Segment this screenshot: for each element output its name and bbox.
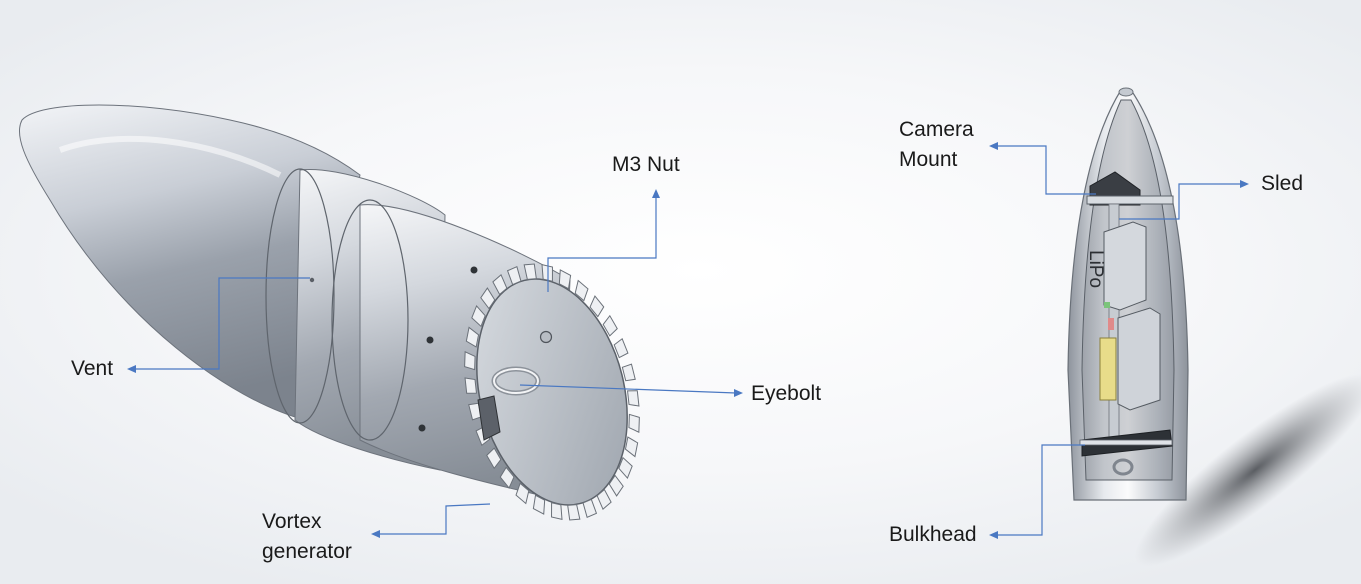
pcb-led (1104, 302, 1110, 308)
lipo-battery (1103, 221, 1147, 311)
vortex-tooth (621, 363, 636, 382)
tube-hole (418, 424, 426, 432)
camera-mount-label-line1: Camera (899, 118, 974, 141)
vortex-tooth (608, 474, 624, 497)
vortex-tooth (506, 266, 522, 286)
cone-tip (1118, 87, 1134, 97)
eyebolt-label: Eyebolt (751, 382, 822, 405)
callout-sled (1119, 183, 1242, 220)
bulkhead-rim (1079, 439, 1173, 446)
cutaway-eyebolt (1112, 458, 1134, 476)
vortex-generator-block (477, 395, 501, 441)
vortex-tooth (613, 337, 629, 359)
vortex-tooth (624, 436, 639, 458)
cone-highlight (58, 136, 282, 178)
vent-label: Vent (71, 357, 114, 380)
vortex-tooth (499, 466, 515, 489)
sled-top-plate (1086, 195, 1174, 205)
vortex-tooth (551, 502, 563, 521)
vortex-tooth (574, 279, 589, 302)
cutaway-shadow (1134, 373, 1361, 567)
vortex-generator-label-line2: generator (262, 540, 352, 563)
vortex-tooth (558, 269, 572, 290)
callout-m3-nut (547, 196, 657, 292)
tube-hole (426, 336, 434, 344)
vortex-tooth (602, 314, 618, 337)
vortex-tooth (515, 482, 530, 505)
m3-nut-shape (539, 330, 553, 344)
vortex-tooth (464, 377, 478, 394)
vortex-tooth (626, 390, 640, 407)
vortex-tooth (492, 274, 508, 296)
callout-vent (134, 277, 310, 370)
vortex-generator-label-line1: Vortex (262, 510, 322, 533)
vortex-tooth (465, 326, 480, 348)
vortex-tooth (486, 447, 502, 470)
vent-hole (309, 277, 315, 283)
coupler-joint-line (331, 199, 409, 441)
vortex-tooth (618, 456, 633, 480)
lipo-label: LiPo (1085, 250, 1106, 289)
callout-arrowheads (127, 142, 1249, 539)
cone-joint-line (265, 168, 335, 424)
vortex-tooth (582, 498, 598, 518)
eyebolt-highlight (493, 368, 539, 394)
callout-bulkhead (996, 444, 1085, 536)
bulkhead-label: Bulkhead (889, 523, 977, 546)
avionics-box (1117, 307, 1161, 411)
vortex-tooth (541, 263, 553, 282)
m3-nut-label: M3 Nut (612, 153, 680, 176)
pcb-component (1108, 318, 1114, 330)
callout-eyebolt (519, 384, 737, 394)
vortex-tooth (480, 287, 496, 310)
vortex-tooth (464, 351, 476, 371)
callout-lines (134, 145, 1242, 536)
callout-camera-mount (996, 145, 1096, 195)
callout-vortex (378, 503, 491, 535)
vortex-tooth (523, 263, 537, 280)
camera-mount-label-line2: Mount (899, 148, 958, 171)
yellow-battery (1099, 337, 1117, 401)
sled-label: Sled (1261, 172, 1304, 195)
tube-hole (470, 266, 478, 274)
vortex-generator-teeth (464, 263, 640, 521)
vortex-tooth (589, 295, 605, 318)
vortex-tooth (532, 494, 546, 515)
vortex-tooth (596, 488, 612, 510)
vortex-tooth (628, 413, 640, 433)
vortex-tooth (471, 304, 486, 328)
vortex-tooth (567, 504, 581, 521)
